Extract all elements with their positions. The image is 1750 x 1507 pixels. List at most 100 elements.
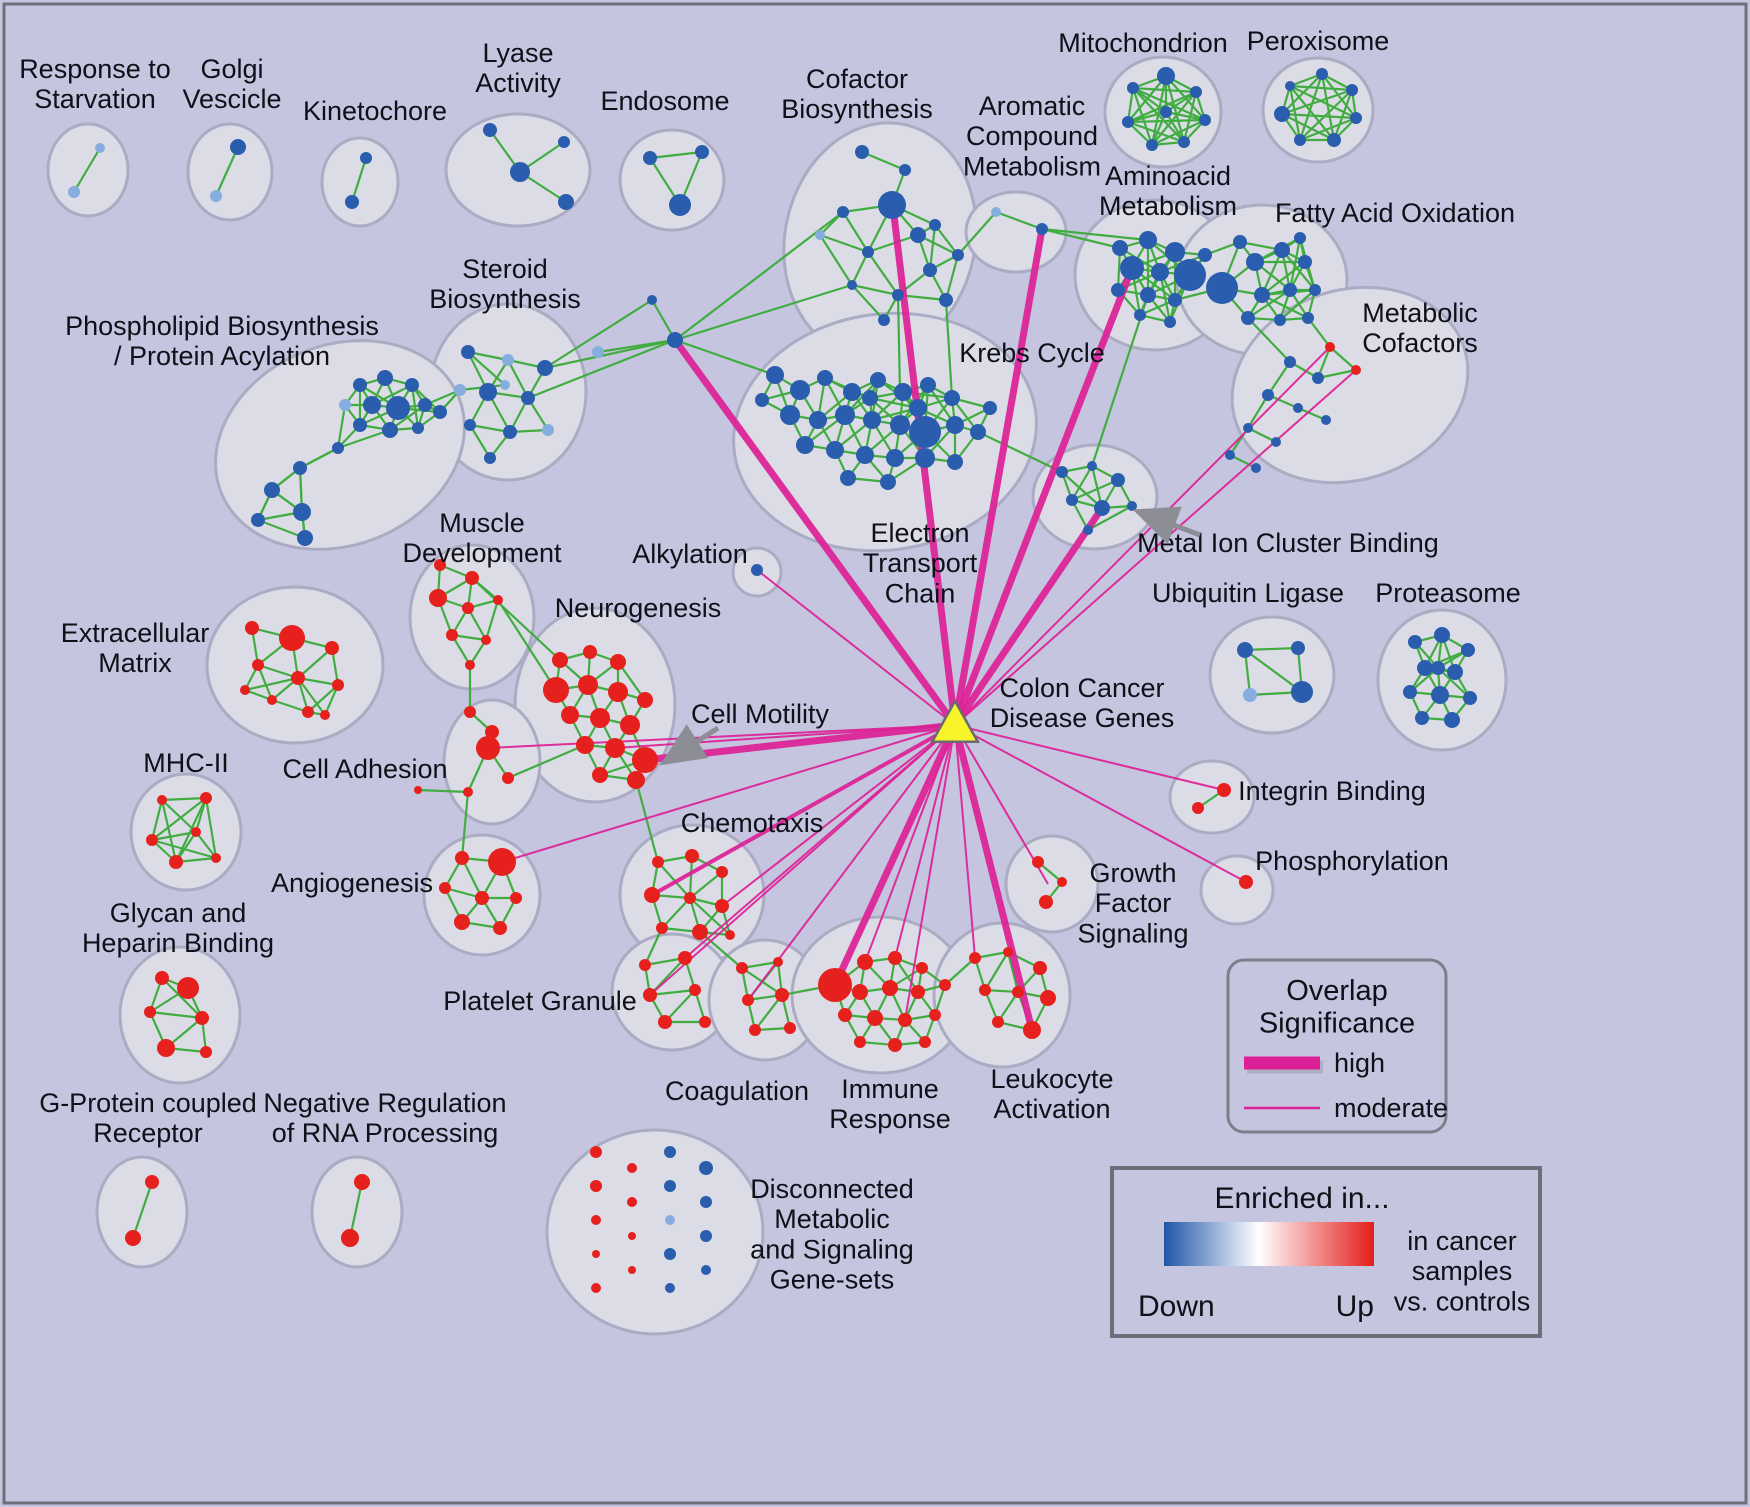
gene-set-node-phosphorylation[interactable] [1239,875,1253,889]
gene-set-node-steroid-biosynthesis[interactable] [461,345,475,359]
gene-set-node-electron-transport-chain[interactable] [843,383,861,401]
gene-set-node-phospholipid-acylation[interactable] [377,370,393,386]
gene-set-node-fatty-acid-oxidation[interactable] [1274,242,1290,258]
gene-set-node-leukocyte-activation[interactable] [979,984,991,996]
gene-set-node-mitochondrion[interactable] [1190,86,1202,98]
gene-set-node-extracellular-matrix[interactable] [332,679,344,691]
gene-set-node-integrin-binding[interactable] [1192,802,1204,814]
gene-set-node-golgi-vescicle[interactable] [210,190,222,202]
gene-set-node-bridge[interactable] [647,295,657,305]
gene-set-node-muscle-development[interactable] [434,559,446,571]
gene-set-node-muscle-development[interactable] [462,602,474,614]
gene-set-node-immune-response[interactable] [898,1013,912,1027]
gene-set-node-immune-response[interactable] [852,984,868,1000]
gene-set-node-electron-transport-chain[interactable] [780,405,800,425]
gene-set-node-alkylation[interactable] [751,564,763,576]
gene-set-node-aminoacid-metabolism[interactable] [1165,242,1185,262]
gene-set-node-coagulation[interactable] [784,1022,796,1034]
gene-set-node-electron-transport-chain[interactable] [835,405,855,425]
gene-set-node-cell-adhesion[interactable] [414,786,422,794]
gene-set-node-coagulation[interactable] [773,957,783,967]
gene-set-node-cofactor-biosynthesis[interactable] [929,219,941,231]
gene-set-node-coagulation[interactable] [775,988,789,1002]
gene-set-node-bridge[interactable] [667,332,683,348]
gene-set-node-electron-transport-chain[interactable] [817,370,833,386]
gene-set-node-glycan-heparin-binding[interactable] [157,1039,175,1057]
gene-set-node-lyase-activity[interactable] [558,194,574,210]
gene-set-node-chemotaxis[interactable] [685,849,699,863]
gene-set-node-lyase-activity[interactable] [558,136,570,148]
gene-set-node-aminoacid-metabolism[interactable] [1174,259,1206,291]
gene-set-node-ubiquitin-ligase[interactable] [1291,681,1313,703]
gene-set-node-cofactor-biosynthesis[interactable] [892,289,904,301]
gene-set-node-neurogenesis[interactable] [561,706,579,724]
gene-set-node-electron-transport-chain[interactable] [863,411,881,429]
gene-set-node-coagulation[interactable] [742,994,754,1006]
gene-set-node-growth-factor-signaling[interactable] [1039,895,1053,909]
gene-set-node-neurogenesis[interactable] [592,767,608,783]
gene-set-node-coagulation[interactable] [736,962,748,974]
gene-set-node-electron-transport-chain[interactable] [944,390,960,406]
gene-set-node-electron-transport-chain[interactable] [856,446,874,464]
gene-set-node-disconnected-gene-sets[interactable] [591,1283,601,1293]
gene-set-node-phospholipid-acylation[interactable] [454,384,466,396]
gene-set-node-electron-transport-chain[interactable] [790,380,810,400]
gene-set-node-immune-response[interactable] [911,985,925,999]
gene-set-node-cofactor-biosynthesis[interactable] [952,249,964,261]
gene-set-node-electron-transport-chain[interactable] [920,377,936,393]
gene-set-node-platelet-granule[interactable] [658,1015,672,1029]
gene-set-node-chemotaxis[interactable] [684,892,696,904]
gene-set-node-cofactor-biosynthesis[interactable] [899,164,911,176]
gene-set-node-ubiquitin-ligase[interactable] [1237,642,1253,658]
gene-set-node-disconnected-gene-sets[interactable] [627,1163,637,1173]
gene-set-node-disconnected-gene-sets[interactable] [628,1232,636,1240]
gene-set-node-aromatic-compound[interactable] [1036,223,1048,235]
gene-set-node-negative-regulation-rna[interactable] [341,1229,359,1247]
gene-set-node-phospholipid-acylation[interactable] [363,396,381,414]
gene-set-node-fatty-acid-oxidation[interactable] [1298,255,1312,269]
gene-set-node-glycan-heparin-binding[interactable] [144,1006,156,1018]
gene-set-node-fatty-acid-oxidation[interactable] [1206,272,1238,304]
gene-set-node-metabolic-cofactors[interactable] [1271,437,1281,447]
gene-set-node-leukocyte-activation[interactable] [1023,1021,1041,1039]
gene-set-node-cofactor-biosynthesis[interactable] [847,280,857,290]
gene-set-node-aminoacid-metabolism[interactable] [1140,287,1156,303]
gene-set-node-metabolic-cofactors[interactable] [1262,389,1274,401]
gene-set-node-muscle-development[interactable] [429,589,447,607]
gene-set-node-aminoacid-metabolism[interactable] [1168,293,1182,307]
gene-set-node-leukocyte-activation[interactable] [1003,947,1013,957]
gene-set-node-extracellular-matrix[interactable] [320,710,330,720]
gene-set-node-immune-response[interactable] [919,1036,931,1048]
gene-set-node-disconnected-gene-sets[interactable] [664,1146,676,1158]
gene-set-node-aminoacid-metabolism[interactable] [1164,316,1176,328]
gene-set-node-cell-adhesion[interactable] [464,706,476,718]
gene-set-node-cofactor-biosynthesis[interactable] [939,293,953,307]
gene-set-node-angiogenesis[interactable] [510,892,522,904]
gene-set-node-peroxisome[interactable] [1316,68,1328,80]
gene-set-node-electron-transport-chain[interactable] [862,390,878,406]
gene-set-node-phospholipid-acylation[interactable] [353,418,367,432]
gene-set-node-mitochondrion[interactable] [1157,67,1175,85]
gene-set-node-electron-transport-chain[interactable] [796,436,814,454]
gene-set-node-angiogenesis[interactable] [475,891,489,905]
gene-set-node-metabolic-cofactors[interactable] [1284,356,1296,368]
gene-set-node-fatty-acid-oxidation[interactable] [1246,253,1264,271]
gene-set-node-extracellular-matrix[interactable] [252,659,264,671]
gene-set-node-metal-ion-cluster-binding[interactable] [1127,501,1137,511]
gene-set-node-cofactor-biosynthesis[interactable] [878,314,890,326]
gene-set-node-ubiquitin-ligase[interactable] [1291,641,1305,655]
gene-set-node-ubiquitin-ligase[interactable] [1243,688,1257,702]
gene-set-node-metabolic-cofactors[interactable] [1325,342,1335,352]
gene-set-node-muscle-development[interactable] [481,635,491,645]
gene-set-node-proteasome[interactable] [1431,686,1449,704]
gene-set-node-immune-response[interactable] [929,1009,941,1021]
gene-set-node-disconnected-gene-sets[interactable] [701,1265,711,1275]
gene-set-node-electron-transport-chain[interactable] [894,383,912,401]
gene-set-node-extracellular-matrix[interactable] [267,695,277,705]
gene-set-node-muscle-development[interactable] [493,595,503,605]
gene-set-node-peroxisome[interactable] [1346,84,1358,96]
gene-set-node-peroxisome[interactable] [1350,112,1362,124]
gene-set-node-response-starvation[interactable] [95,143,105,153]
gene-set-node-endosome[interactable] [669,194,691,216]
gene-set-node-angiogenesis[interactable] [454,914,470,930]
